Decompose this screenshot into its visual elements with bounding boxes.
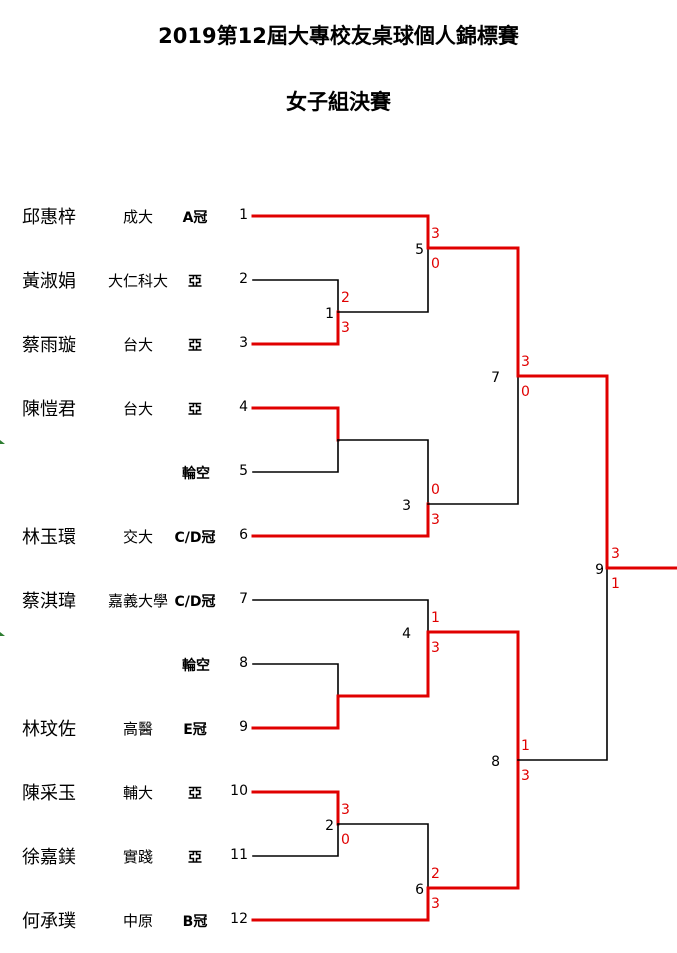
- tournament-title: 2019第12屆大專校友桌球個人錦標賽: [158, 24, 519, 48]
- match-label: 3: [402, 498, 411, 514]
- player-name: 何承璞: [22, 911, 76, 932]
- match-8-top-score: 1: [521, 738, 530, 754]
- match-label: 7: [491, 370, 500, 386]
- player-name: 林玉環: [22, 527, 76, 548]
- player-school: 台大: [122, 400, 153, 418]
- slot-number: 9: [239, 719, 248, 735]
- match-1-bottom-line: [251, 310, 340, 346]
- match-1-top-line: [252, 279, 339, 313]
- match-label: 2: [325, 818, 334, 834]
- match-5-top-line: [251, 214, 430, 250]
- match-2-bottom-line: [252, 823, 339, 857]
- match-5-bottom-line: [337, 247, 429, 313]
- match-9-bottom-line: [517, 567, 608, 761]
- match-label: 1: [325, 306, 334, 322]
- player-school: 嘉義大學: [107, 592, 168, 610]
- match-3-top-score: 0: [431, 482, 440, 498]
- match-7-bottom-score: 0: [521, 384, 530, 400]
- match-6-top-score: 2: [431, 866, 440, 882]
- match-2-bottom-score: 0: [341, 832, 350, 848]
- match-label: 9: [595, 562, 604, 578]
- slot-number: 7: [239, 591, 248, 607]
- player-seed: B冠: [182, 914, 208, 930]
- match-1-bottom-score: 3: [341, 320, 350, 336]
- match-7-top-line: [426, 246, 520, 378]
- player-school: 成大: [122, 208, 153, 226]
- slot-number: 2: [239, 271, 248, 287]
- slot-5-bye-line: [252, 439, 339, 473]
- match-4-bottom-line: [336, 630, 430, 698]
- match-6-bottom-score: 3: [431, 896, 440, 912]
- slot-4-advance-line: [251, 406, 340, 442]
- player-seed: C/D冠: [174, 530, 216, 546]
- player-seed: 亞: [188, 338, 202, 354]
- bye-label: 輪空: [182, 466, 210, 482]
- player-school: 輔大: [122, 784, 153, 802]
- match-3-bottom-score: 3: [431, 512, 440, 528]
- match-7-top-score: 3: [521, 354, 530, 370]
- slot-number: 1: [239, 207, 248, 223]
- player-school: 實踐: [122, 848, 153, 866]
- match-9-top-line: [516, 374, 609, 570]
- corner-marker: [0, 440, 5, 444]
- match-9-bottom-score: 1: [611, 576, 620, 592]
- slot-number: 8: [239, 655, 248, 671]
- slot-number: 11: [230, 847, 248, 863]
- player-name: 邱惠梓: [22, 207, 76, 228]
- match-label: 4: [402, 626, 411, 642]
- player-name: 林玟佐: [22, 719, 76, 740]
- match-3-bottom-line: [251, 502, 430, 538]
- slot-number: 6: [239, 527, 248, 543]
- match-8-top-line: [426, 630, 520, 762]
- match-6-top-line: [337, 823, 429, 889]
- match-label: 6: [415, 882, 424, 898]
- match-5-bottom-score: 0: [431, 256, 440, 272]
- slot-number: 12: [230, 911, 248, 927]
- player-name: 黃淑娟: [22, 271, 76, 292]
- match-label: 8: [491, 754, 500, 770]
- match-5-top-score: 3: [431, 226, 440, 242]
- player-name: 蔡淇瑋: [22, 591, 76, 612]
- match-4-top-score: 1: [431, 610, 440, 626]
- player-school: 交大: [122, 528, 153, 546]
- player-seed: C/D冠: [174, 594, 216, 610]
- slot-9-advance-line: [251, 694, 340, 730]
- player-name: 陳愷君: [22, 399, 76, 420]
- match-8-bottom-score: 3: [521, 768, 530, 784]
- slot-number: 5: [239, 463, 248, 479]
- match-6-bottom-line: [251, 886, 430, 922]
- match-3-top-line: [337, 439, 429, 505]
- slot-number: 4: [239, 399, 248, 415]
- slot-number: 10: [230, 783, 248, 799]
- player-school: 高醫: [122, 720, 153, 738]
- bracket-subtitle: 女子組決賽: [286, 90, 391, 114]
- bye-label: 輪空: [182, 658, 210, 674]
- player-name: 徐嘉鎂: [22, 847, 76, 868]
- match-7-bottom-line: [427, 375, 519, 505]
- match-1-top-score: 2: [341, 290, 350, 306]
- player-school: 台大: [122, 336, 153, 354]
- slot-number: 3: [239, 335, 248, 351]
- player-seed: A冠: [182, 210, 208, 226]
- player-seed: 亞: [188, 786, 202, 802]
- player-seed: 亞: [188, 850, 202, 866]
- match-2-top-line: [251, 790, 340, 826]
- player-seed: 亞: [188, 274, 202, 290]
- player-school: 大仁科大: [107, 272, 168, 290]
- match-4-bottom-score: 3: [431, 640, 440, 656]
- corner-marker: [0, 632, 5, 636]
- slot-8-bye-line: [252, 663, 339, 697]
- match-label: 5: [415, 242, 424, 258]
- player-seed: 亞: [188, 402, 202, 418]
- match-2-top-score: 3: [341, 802, 350, 818]
- player-name: 蔡雨璇: [22, 335, 76, 356]
- player-seed: E冠: [183, 722, 207, 738]
- player-school: 中原: [122, 912, 153, 930]
- player-name: 陳采玉: [22, 783, 76, 804]
- match-4-top-line: [252, 599, 429, 633]
- match-9-top-score: 3: [611, 546, 620, 562]
- match-8-bottom-line: [426, 758, 520, 890]
